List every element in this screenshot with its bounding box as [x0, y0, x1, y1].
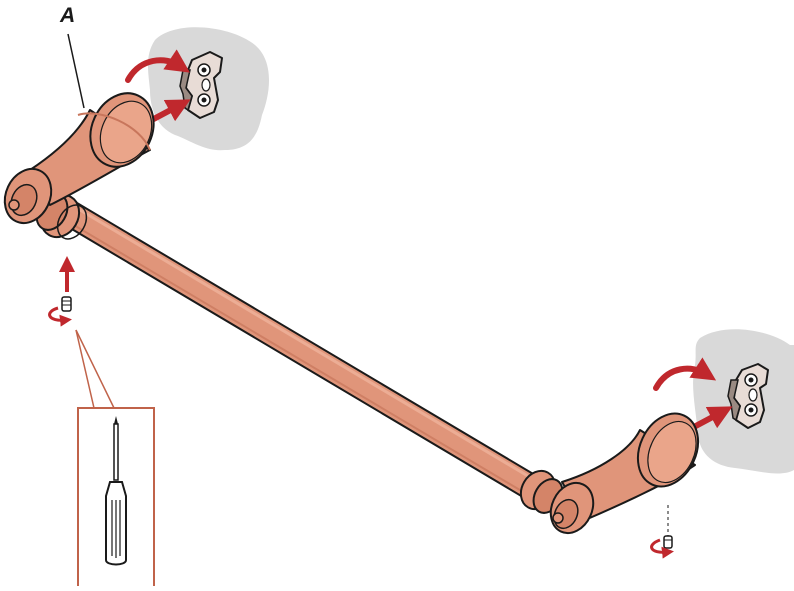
callout-line — [76, 330, 114, 408]
callout-line — [76, 330, 94, 408]
set-screw-icon — [62, 297, 71, 311]
callout-label-a: A — [60, 4, 75, 28]
callout-leader-a — [68, 34, 84, 108]
right-post — [543, 404, 710, 540]
set-screw-icon — [664, 536, 672, 548]
